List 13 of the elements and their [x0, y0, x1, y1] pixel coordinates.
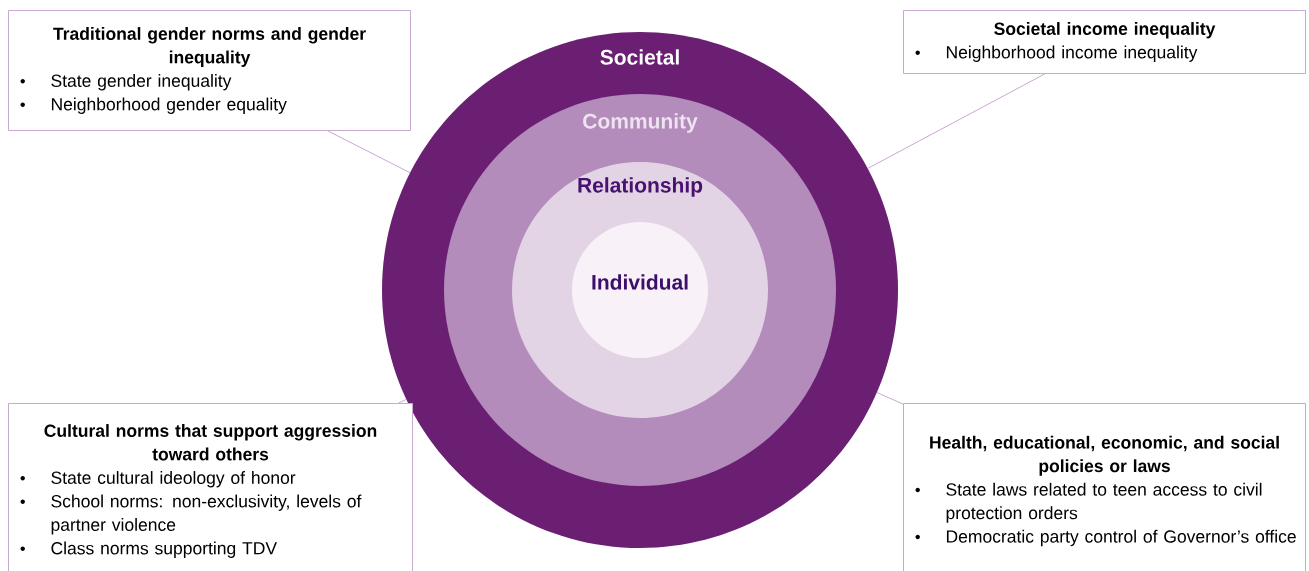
text-box: Health, educational, economic, and social policies or laws State laws related to teen access to civil protection orders Democratic party control of Governor’s office	[903, 403, 1306, 571]
leader-line	[327, 130, 411, 174]
node-label: Class norms supporting TDV	[51, 541, 277, 558]
ring: Individual	[572, 222, 708, 358]
text-box: Traditional gender norms and gender inequality State gender inequality Neighborhood gender equality	[8, 10, 411, 131]
text-box: Cultural norms that support aggression toward others State cultural ideology of honor School norms: non-exclusivity, levels of partner violence Class norms supporting TDV	[8, 403, 413, 571]
node-label: School norms: non-exclusivity, levels of partner violence	[51, 494, 362, 535]
leader-line	[876, 392, 904, 405]
leader-line	[867, 73, 1046, 169]
node-label: Cultural norms that support aggression toward others	[44, 424, 377, 461]
node-label: State cultural ideology of honor	[51, 471, 296, 488]
text-box: Societal income inequality Neighborhood income inequality	[903, 10, 1306, 74]
leader-line	[398, 398, 407, 404]
